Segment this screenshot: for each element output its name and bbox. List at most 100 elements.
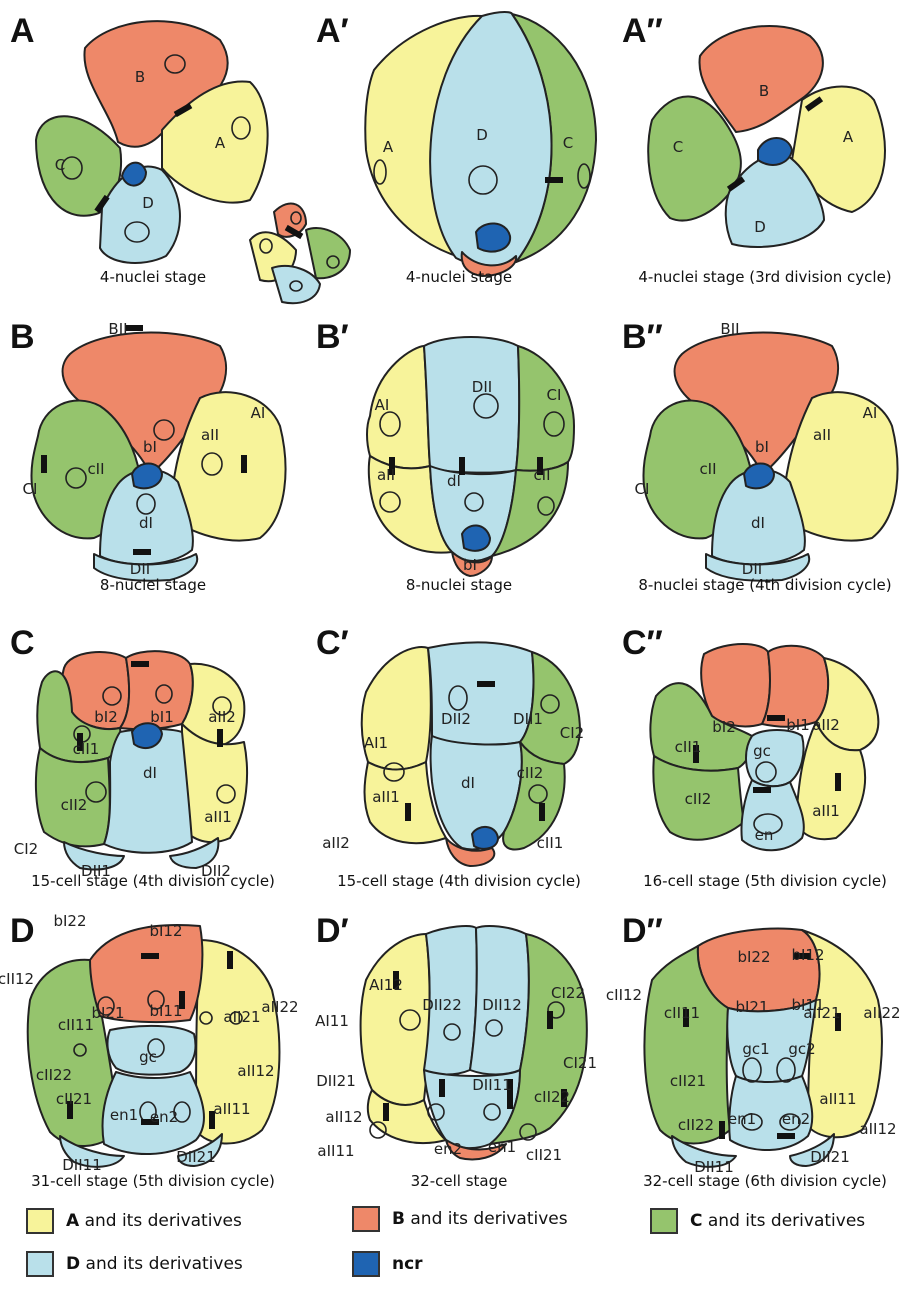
cell-label: cII <box>699 460 716 478</box>
legend-swatch-B <box>352 1206 380 1232</box>
cell-label: bI1 <box>786 716 810 734</box>
cell-label: AI11 <box>315 1012 349 1030</box>
cell-label: aII2 <box>208 708 236 726</box>
panel-caption: 4-nuclei stage <box>306 268 612 286</box>
cell-label: en2 <box>434 1140 462 1158</box>
cell-ncr-4 <box>122 163 146 186</box>
cell-label: bI2 <box>712 718 736 736</box>
cell-label: dI <box>751 514 765 532</box>
cell-label: bI1 <box>150 708 174 726</box>
cell-C-4 <box>516 346 574 471</box>
division-bar <box>439 1079 445 1097</box>
cell-label: DII <box>472 378 492 396</box>
embryo-drawing: ADC <box>306 0 612 306</box>
panel-label: D″ <box>622 914 663 948</box>
cell-label: aII21 <box>223 1008 260 1026</box>
cell-label: aII22 <box>863 1004 900 1022</box>
panel-label: A′ <box>316 14 349 48</box>
division-bar <box>217 729 223 747</box>
cell-label: en2 <box>782 1110 810 1128</box>
division-bar <box>405 803 411 821</box>
division-bar <box>547 1011 553 1029</box>
cell-label: B <box>759 82 769 100</box>
embryo-drawing: bI22bI12cII12bI21bI11cII11aII21aII22gccI… <box>0 900 306 1206</box>
cell-D-2 <box>428 642 534 744</box>
division-bar <box>141 953 159 959</box>
cell-label: cII22 <box>678 1116 714 1134</box>
cell-label: cII21 <box>670 1072 706 1090</box>
legend-key-ncr: ncr <box>392 1254 423 1274</box>
cell-ncr-4 <box>758 138 792 165</box>
cell-label: AI <box>251 404 266 422</box>
division-bar <box>131 661 149 667</box>
cell-label: BII <box>720 320 739 338</box>
panel-caption: 32-cell stage <box>306 1172 612 1190</box>
panel-caption: 8-nuclei stage (4th division cycle) <box>612 576 918 594</box>
cell-label: CI2 <box>560 724 584 742</box>
cell-label: D <box>754 218 766 236</box>
cell-label: bI12 <box>791 946 824 964</box>
cell-label: CI <box>23 480 38 498</box>
legend-key-C: C <box>690 1211 702 1231</box>
cell-label: cII <box>87 460 104 478</box>
panel-label: B″ <box>622 320 663 354</box>
cell-label: bI11 <box>149 1002 182 1020</box>
cell-label: cII2 <box>685 790 712 808</box>
cell-label: AI <box>375 396 390 414</box>
panel-6: BIIbIaIIAIcIICIdIDIIB″8-nuclei stage (4t… <box>612 306 918 612</box>
panel-label: D <box>10 914 35 948</box>
cell-label: C <box>673 138 683 156</box>
cell-label: cII1 <box>537 834 564 852</box>
division-bar <box>539 803 545 821</box>
cell-label: cII21 <box>56 1090 92 1108</box>
division-bar <box>477 681 495 687</box>
cell-label: CI21 <box>563 1054 597 1072</box>
cell-label: D <box>476 126 488 144</box>
cell-label: DII11 <box>472 1076 512 1094</box>
panel-label: C′ <box>316 626 349 660</box>
cell-label: B <box>135 68 145 86</box>
panel-caption: 8-nuclei stage <box>0 576 306 594</box>
cell-label: DII1 <box>513 710 543 728</box>
cell-label: aII1 <box>204 808 232 826</box>
cell-label: aII <box>813 426 831 444</box>
cell-label: cII11 <box>58 1016 94 1034</box>
cell-label: aII12 <box>325 1108 362 1126</box>
cell-label: aII <box>377 466 395 484</box>
panel-label: A″ <box>622 14 663 48</box>
cell-label: C <box>563 134 573 152</box>
cell-label: CI2 <box>14 840 38 858</box>
cell-label: AI <box>863 404 878 422</box>
legend-swatch-ncr <box>352 1251 380 1277</box>
cell-ncr-5 <box>744 464 774 489</box>
cell-label: cII2 <box>517 764 544 782</box>
legend-key-A: A <box>66 1211 79 1231</box>
cell-label: aII12 <box>237 1062 274 1080</box>
cell-ncr-4 <box>476 223 510 251</box>
cell-label: gc <box>753 742 771 760</box>
cell-label: aII11 <box>819 1090 856 1108</box>
legend-item-D: D and its derivatives <box>26 1248 243 1280</box>
cell-label: dI <box>461 774 475 792</box>
cell-label: bI22 <box>53 912 86 930</box>
cell-label: AI1 <box>364 734 388 752</box>
cell-label: en1 <box>110 1106 138 1124</box>
embryo-drawing: AI12DII22DII12CI22AI11CI21DII21DII11cII2… <box>306 900 612 1206</box>
panel-caption: 31-cell stage (5th division cycle) <box>0 1172 306 1190</box>
panel-caption: 4-nuclei stage (3rd division cycle) <box>612 268 918 286</box>
panel-11: AI12DII22DII12CI22AI11CI21DII21DII11cII2… <box>306 900 612 1206</box>
panel-2: ADCA′4-nuclei stage <box>306 0 612 306</box>
panel-caption: 15-cell stage (4th division cycle) <box>0 872 306 890</box>
cell-label: en <box>755 826 774 844</box>
panel-caption: 15-cell stage (4th division cycle) <box>306 872 612 890</box>
cell-label: cII2 <box>61 796 88 814</box>
panel-label: C <box>10 626 35 660</box>
panel-caption: 16-cell stage (5th division cycle) <box>612 872 918 890</box>
cell-label: DII2 <box>441 710 471 728</box>
panel-10: bI22bI12cII12bI21bI11cII11aII21aII22gccI… <box>0 900 306 1206</box>
division-bar <box>835 773 841 791</box>
